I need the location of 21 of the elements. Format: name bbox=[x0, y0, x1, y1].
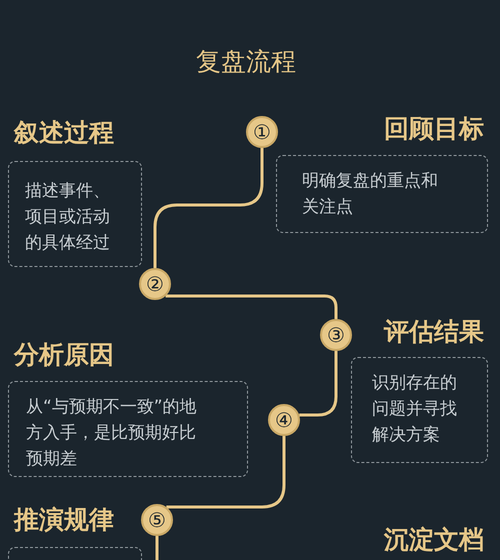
connector-line bbox=[166, 436, 286, 508]
connector-line bbox=[166, 294, 338, 319]
step-number-circle: ④ bbox=[268, 404, 300, 436]
step-number-circle: ⑤ bbox=[141, 504, 173, 536]
step-number-circle: ② bbox=[139, 268, 171, 300]
description-box: 从“与预期不一致”的地方入手，是比预期好比预期差 bbox=[8, 381, 248, 477]
step-heading: 叙述过程 bbox=[12, 117, 114, 149]
title: 复盘流程 bbox=[195, 46, 297, 78]
step-number-circle: ① bbox=[246, 116, 278, 148]
step-heading: 分析原因 bbox=[12, 339, 114, 371]
description-box: 描述事件、项目或活动的具体经过 bbox=[8, 161, 142, 267]
step-heading: 沉淀文档 bbox=[384, 524, 485, 556]
connector-line bbox=[156, 536, 158, 560]
connector-line bbox=[154, 148, 264, 268]
step-heading: 评估结果 bbox=[384, 316, 485, 348]
step-number-circle: ③ bbox=[320, 319, 352, 351]
step-heading: 推演规律 bbox=[12, 504, 114, 536]
description-box: 明确复盘的重点和关注点 bbox=[276, 155, 488, 233]
step-heading: 回顾目标 bbox=[384, 113, 485, 145]
connector-line bbox=[299, 351, 338, 416]
description-box: 识别存在的问题并寻找解决方案 bbox=[351, 357, 488, 463]
